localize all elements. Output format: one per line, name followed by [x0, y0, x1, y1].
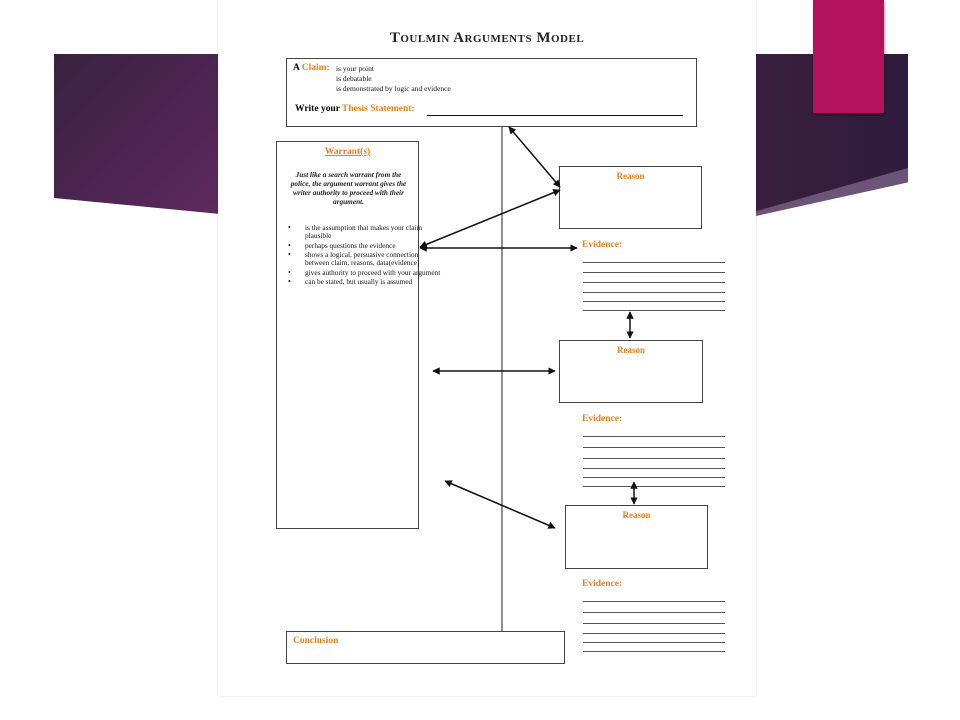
worksheet-image: Toulmin Arguments Model A Claim: is your…	[218, 0, 756, 696]
conclusion-box: Conclusion	[286, 631, 565, 664]
claim-box: A Claim: is your point is debatable is d…	[286, 58, 697, 127]
thesis-heading: Write your Thesis Statement:	[295, 104, 415, 114]
warrant-item: can be stated, but usually is assumed	[288, 278, 443, 287]
evidence-line	[583, 486, 725, 487]
claim-heading: A Claim:	[293, 63, 330, 73]
evidence-line	[583, 301, 725, 302]
evidence-line	[583, 272, 725, 273]
claim-line-1: is your point	[336, 64, 374, 73]
slide-accent-tab	[813, 0, 884, 113]
claim-prefix: A	[293, 63, 300, 73]
warrant-item: shows a logical, persuasive connection b…	[288, 251, 443, 267]
thesis-prefix: Write your	[295, 104, 340, 114]
arrow-claim-reason1	[508, 126, 561, 188]
connector-arrows	[419, 126, 638, 631]
slide-band-left	[54, 54, 220, 214]
evidence-line	[583, 642, 725, 643]
arrow-warrant-reason1	[419, 189, 561, 248]
warrant-description: Just like a search warrant from the poli…	[290, 170, 407, 206]
warrant-title: Warrant(s)	[324, 147, 371, 157]
reason-box-3: Reason	[565, 505, 708, 569]
evidence-line	[583, 447, 725, 448]
evidence-label-1: Evidence:	[582, 240, 623, 250]
reason-box-2: Reason	[559, 340, 703, 403]
warrant-item: is the assumption that makes your claim …	[288, 224, 443, 240]
worksheet-title: Toulmin Arguments Model	[389, 30, 585, 46]
claim-label: Claim:	[301, 63, 330, 73]
evidence-line	[583, 262, 725, 263]
warrant-item: gives authority to proceed with your arg…	[288, 268, 443, 277]
warrant-item: perhaps questions the evidence	[288, 241, 443, 250]
evidence-line	[583, 310, 725, 311]
evidence-line	[583, 623, 725, 624]
reason-label-3: Reason	[622, 510, 651, 520]
thesis-label: Thesis Statement:	[342, 104, 415, 114]
evidence-line	[583, 282, 725, 283]
reason-label-2: Reason	[616, 345, 645, 355]
claim-line-2: is debatable	[336, 74, 372, 83]
evidence-line	[583, 477, 725, 478]
evidence-line	[583, 458, 725, 459]
claim-line-3: is demonstrated by logic and evidence	[336, 84, 451, 93]
warrant-list: is the assumption that makes your claim …	[277, 224, 443, 288]
evidence-label-2: Evidence:	[582, 414, 623, 424]
evidence-line	[583, 651, 725, 652]
evidence-line	[583, 612, 725, 613]
evidence-line	[583, 468, 725, 469]
warrant-box: Warrant(s) Just like a search warrant fr…	[276, 141, 440, 529]
evidence-line	[583, 436, 725, 437]
conclusion-label: Conclusion	[293, 636, 339, 646]
arrow-warrant-reason3	[444, 480, 556, 529]
evidence-line	[583, 292, 725, 293]
reason-label-1: Reason	[616, 171, 645, 181]
thesis-line	[427, 115, 683, 116]
evidence-line	[583, 633, 725, 634]
evidence-label-3: Evidence:	[582, 579, 623, 589]
evidence-line	[583, 601, 725, 602]
